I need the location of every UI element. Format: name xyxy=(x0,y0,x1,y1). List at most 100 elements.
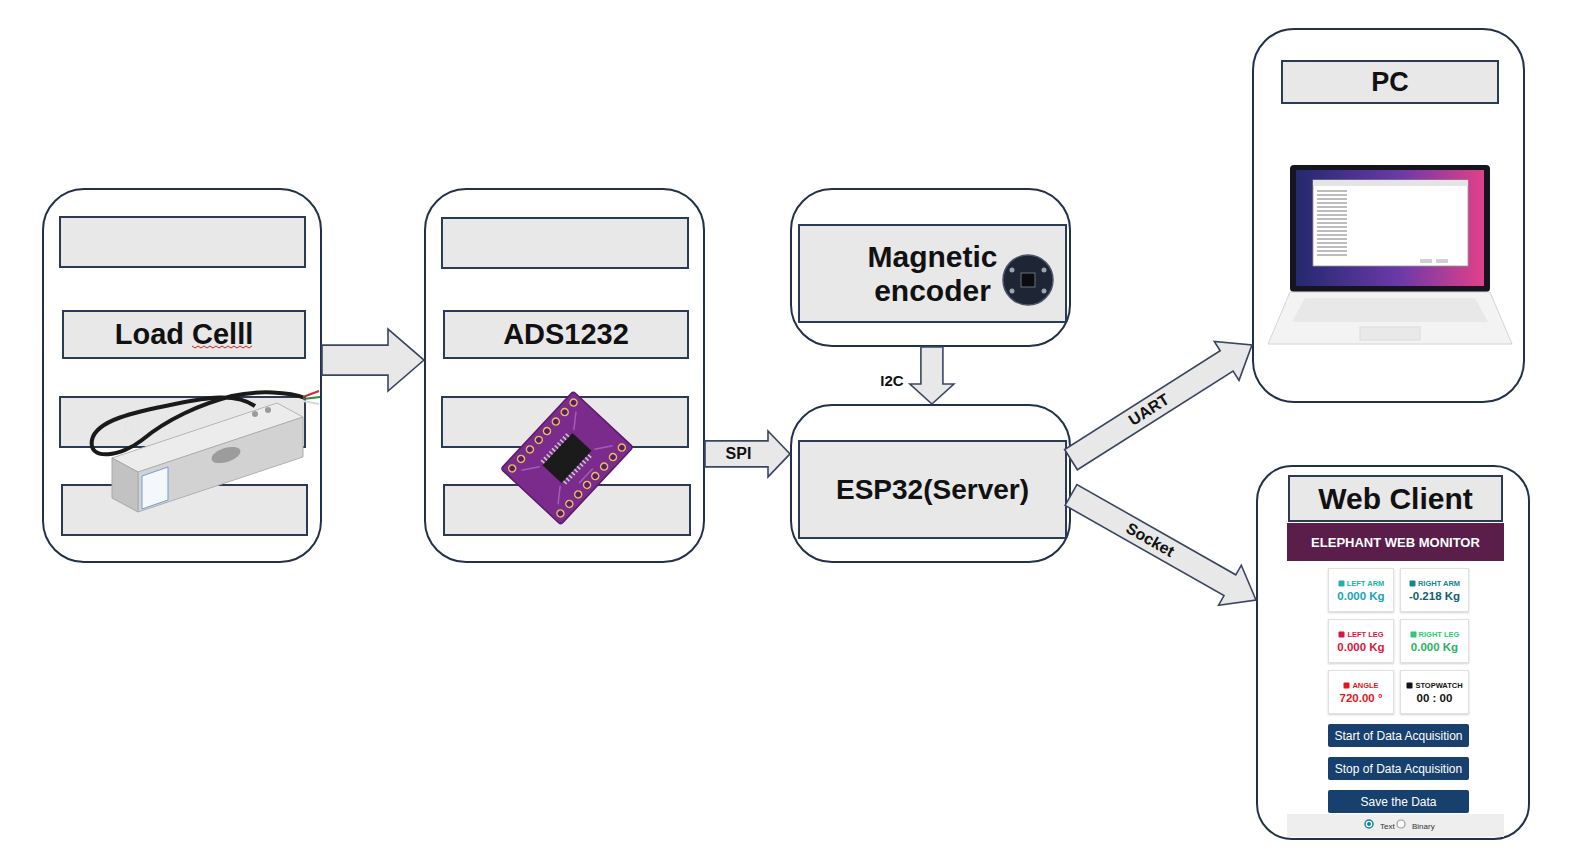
value-card: STOPWATCH 00 : 00 xyxy=(1400,670,1469,714)
block-arrow xyxy=(322,329,424,391)
title-box: ESP32(Server) xyxy=(798,440,1067,539)
card-icon xyxy=(1409,580,1416,587)
pin-hole xyxy=(551,417,561,427)
card-label: RIGHT ARM xyxy=(1418,579,1460,588)
card-header: RIGHT LEG xyxy=(1410,630,1460,639)
wire-end xyxy=(303,401,319,404)
edge-label: SPI xyxy=(726,445,752,463)
card-icon-shape xyxy=(1409,580,1415,586)
button-text: Start of Data Acquisition xyxy=(1334,729,1462,743)
card-label: LEFT ARM xyxy=(1347,579,1385,588)
card-label: LEFT LEG xyxy=(1347,630,1383,639)
board-trace xyxy=(521,412,613,505)
group-box: PC xyxy=(1252,28,1525,403)
cable-tie xyxy=(125,421,131,435)
bar-sticker xyxy=(142,467,168,509)
pin-hole xyxy=(507,463,517,473)
laptop-bezel xyxy=(1290,165,1490,292)
value-card: RIGHT LEG 0.000 Kg xyxy=(1400,619,1469,663)
laptop-base xyxy=(1268,292,1512,344)
terminal-window xyxy=(1313,180,1468,266)
card-icon-shape xyxy=(1407,682,1413,688)
card-icon-shape xyxy=(1410,631,1416,637)
chip-body xyxy=(542,433,591,483)
blank-slot xyxy=(444,485,690,535)
pin-hole xyxy=(560,407,570,417)
laptop-screen xyxy=(1296,170,1484,286)
bar-screw xyxy=(252,411,258,417)
value-card: ANGLE720.00 ° xyxy=(1328,670,1394,714)
card-icon xyxy=(1343,682,1350,689)
wire-end xyxy=(303,391,319,397)
pin-hole xyxy=(569,398,579,408)
encoder-hole xyxy=(1010,289,1015,294)
pin-hole xyxy=(534,435,544,445)
edge-label: UART xyxy=(1125,391,1172,430)
pin-hole xyxy=(555,508,565,518)
terminal-button xyxy=(1436,259,1448,263)
block-arrow xyxy=(1065,485,1256,606)
encoder-picture xyxy=(1003,255,1053,305)
block-arrow xyxy=(1065,342,1252,470)
blank-slot xyxy=(442,218,688,268)
group-box: Magnetic encoder xyxy=(790,188,1071,347)
edge-label: I2C xyxy=(880,371,903,388)
terminal-button xyxy=(1420,259,1432,263)
terminal-lines xyxy=(1317,191,1347,255)
button-box: Stop of Data Acquisition xyxy=(1328,757,1469,780)
pin-hole xyxy=(590,471,600,481)
laptop-touchpad xyxy=(1360,327,1420,340)
encoder-chip xyxy=(1021,273,1035,287)
title-box: Web Client xyxy=(1288,475,1503,522)
group-box: Web ClientELEPHANT WEB MONITOR LEFT ARM 0.… xyxy=(1256,465,1530,840)
bar-top xyxy=(112,403,303,472)
card-label: RIGHT LEG xyxy=(1419,630,1460,639)
chip-pins xyxy=(542,433,569,462)
card-value: 0.000 Kg xyxy=(1411,641,1458,653)
encoder-board xyxy=(1003,255,1053,305)
card-header: RIGHT ARM xyxy=(1409,579,1460,588)
card-label: ANGLE xyxy=(1352,681,1378,690)
radio-on xyxy=(1365,820,1373,828)
card-value: 00 : 00 xyxy=(1417,692,1453,704)
edge-label: Socket xyxy=(1123,519,1178,561)
card-value: 0.000 Kg xyxy=(1337,590,1384,602)
card-label: STOPWATCH xyxy=(1415,681,1462,690)
laptop-picture xyxy=(1268,165,1512,344)
card-header: ANGLE xyxy=(1343,681,1378,690)
encoder-hole xyxy=(1010,268,1015,273)
group-box: Load Celll xyxy=(42,188,322,563)
pin-hole xyxy=(564,499,574,509)
card-icon xyxy=(1338,631,1345,638)
blank-slot xyxy=(442,397,688,447)
group-box: ADS1232 xyxy=(424,188,705,563)
header-band: ELEPHANT WEB MONITOR xyxy=(1287,523,1504,561)
laptop-keyboard xyxy=(1292,298,1488,322)
blank-slot xyxy=(60,217,305,267)
card-icon xyxy=(1406,682,1413,689)
pin-hole xyxy=(582,480,592,490)
title-box: ADS1232 xyxy=(443,310,689,359)
block-arrow xyxy=(910,347,954,404)
spell-squiggle xyxy=(192,346,252,348)
pin-hole xyxy=(516,454,526,464)
button-box: Start of Data Acquisition xyxy=(1328,724,1469,747)
card-value: -0.218 Kg xyxy=(1409,590,1460,602)
card-value: 0.000 Kg xyxy=(1337,641,1384,653)
card-icon-shape xyxy=(1344,682,1350,688)
button-text: Save the Data xyxy=(1360,795,1436,809)
block-arrow xyxy=(705,431,790,477)
pin-hole xyxy=(617,443,627,453)
radio-text: Binary xyxy=(1412,821,1435,830)
adc-board-picture xyxy=(501,391,633,524)
radio-dot xyxy=(1367,822,1371,826)
blank-slot xyxy=(62,485,307,535)
button-text: Stop of Data Acquisition xyxy=(1335,762,1462,776)
title-box: PC xyxy=(1281,60,1499,104)
card-icon-shape xyxy=(1339,631,1345,637)
load-cell-picture xyxy=(92,391,320,512)
card-icon xyxy=(1410,631,1417,638)
bar-front xyxy=(138,417,303,512)
